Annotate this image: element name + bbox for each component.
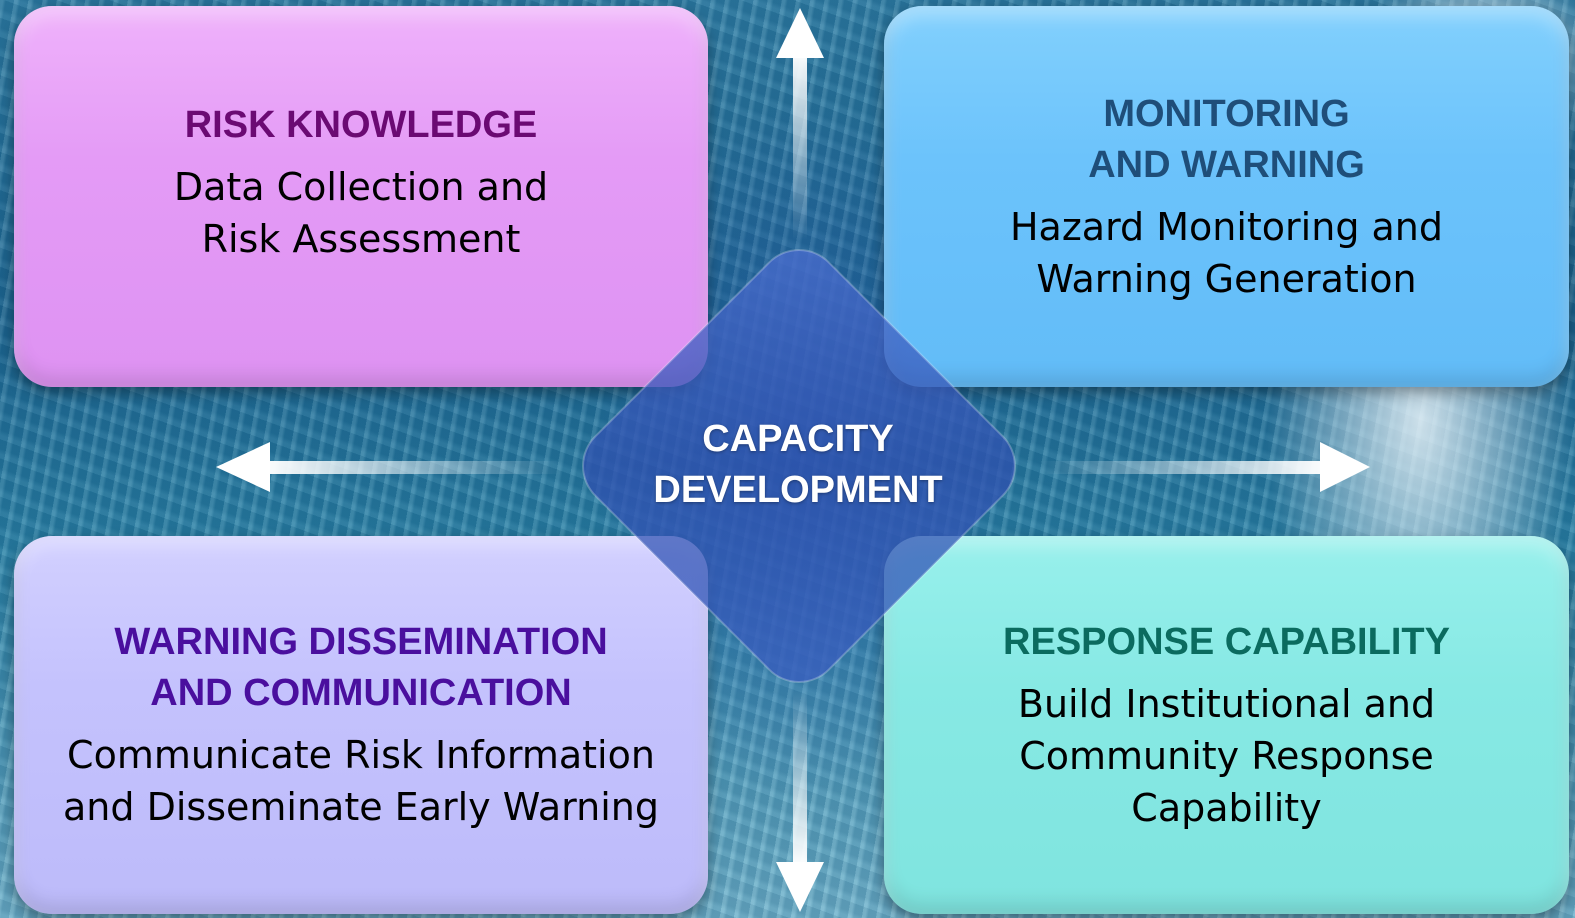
- monitoring-warning-title-line-2: AND WARNING: [1088, 143, 1365, 186]
- warning-dissemination-title: WARNING DISSEMINATION AND COMMUNICATION: [114, 617, 607, 719]
- risk-knowledge-title-line-1: RISK KNOWLEDGE: [184, 104, 538, 146]
- warning-dissemination-body-line-1: Communicate Risk Information: [67, 733, 655, 777]
- center-title-line-2: DEVELOPMENT: [653, 469, 943, 511]
- response-capability-body-line-2: Community Response: [1019, 733, 1434, 778]
- risk-knowledge-body-line-2: Risk Assessment: [201, 217, 521, 261]
- arrow-right-icon: [1040, 442, 1370, 492]
- response-capability-title: RESPONSE CAPABILITY: [1003, 617, 1450, 668]
- response-capability-box: RESPONSE CAPABILITY Build Institutional …: [884, 536, 1569, 914]
- center-title-line-1: CAPACITY: [702, 418, 894, 460]
- response-capability-body-line-3: Capability: [1131, 785, 1322, 830]
- monitoring-warning-body-line-2: Warning Generation: [1036, 256, 1417, 301]
- risk-knowledge-title: RISK KNOWLEDGE: [185, 100, 538, 151]
- response-capability-body-line-1: Build Institutional and: [1017, 681, 1436, 726]
- warning-dissemination-title-line-2: AND COMMUNICATION: [150, 672, 572, 714]
- risk-knowledge-box: RISK KNOWLEDGE Data Collection and Risk …: [14, 6, 708, 387]
- capacity-development-diamond: [582, 249, 1016, 683]
- risk-knowledge-description: Data Collection and Risk Assessment: [174, 161, 548, 265]
- risk-knowledge-body-line-1: Data Collection and: [173, 165, 549, 209]
- warning-dissemination-body-line-2: and Disseminate Early Warning: [63, 785, 659, 829]
- response-capability-description: Build Institutional and Community Respon…: [1018, 678, 1435, 834]
- monitoring-warning-description: Hazard Monitoring and Warning Generation: [1010, 201, 1443, 305]
- arrow-down-icon: [776, 690, 824, 912]
- monitoring-warning-title: MONITORING AND WARNING: [1088, 89, 1365, 191]
- arrow-up-icon: [776, 8, 824, 240]
- warning-dissemination-title-line-1: WARNING DISSEMINATION: [114, 621, 608, 663]
- monitoring-warning-title-line-1: MONITORING: [1103, 92, 1350, 135]
- response-capability-title-line-1: RESPONSE CAPABILITY: [1003, 620, 1450, 663]
- monitoring-warning-body-line-1: Hazard Monitoring and: [1009, 204, 1444, 249]
- warning-dissemination-box: WARNING DISSEMINATION AND COMMUNICATION …: [14, 536, 708, 914]
- capacity-development-label: CAPACITY DEVELOPMENT: [598, 414, 998, 516]
- monitoring-warning-box: MONITORING AND WARNING Hazard Monitoring…: [884, 6, 1569, 387]
- arrow-left-icon: [216, 442, 562, 492]
- warning-dissemination-description: Communicate Risk Information and Dissemi…: [63, 729, 659, 833]
